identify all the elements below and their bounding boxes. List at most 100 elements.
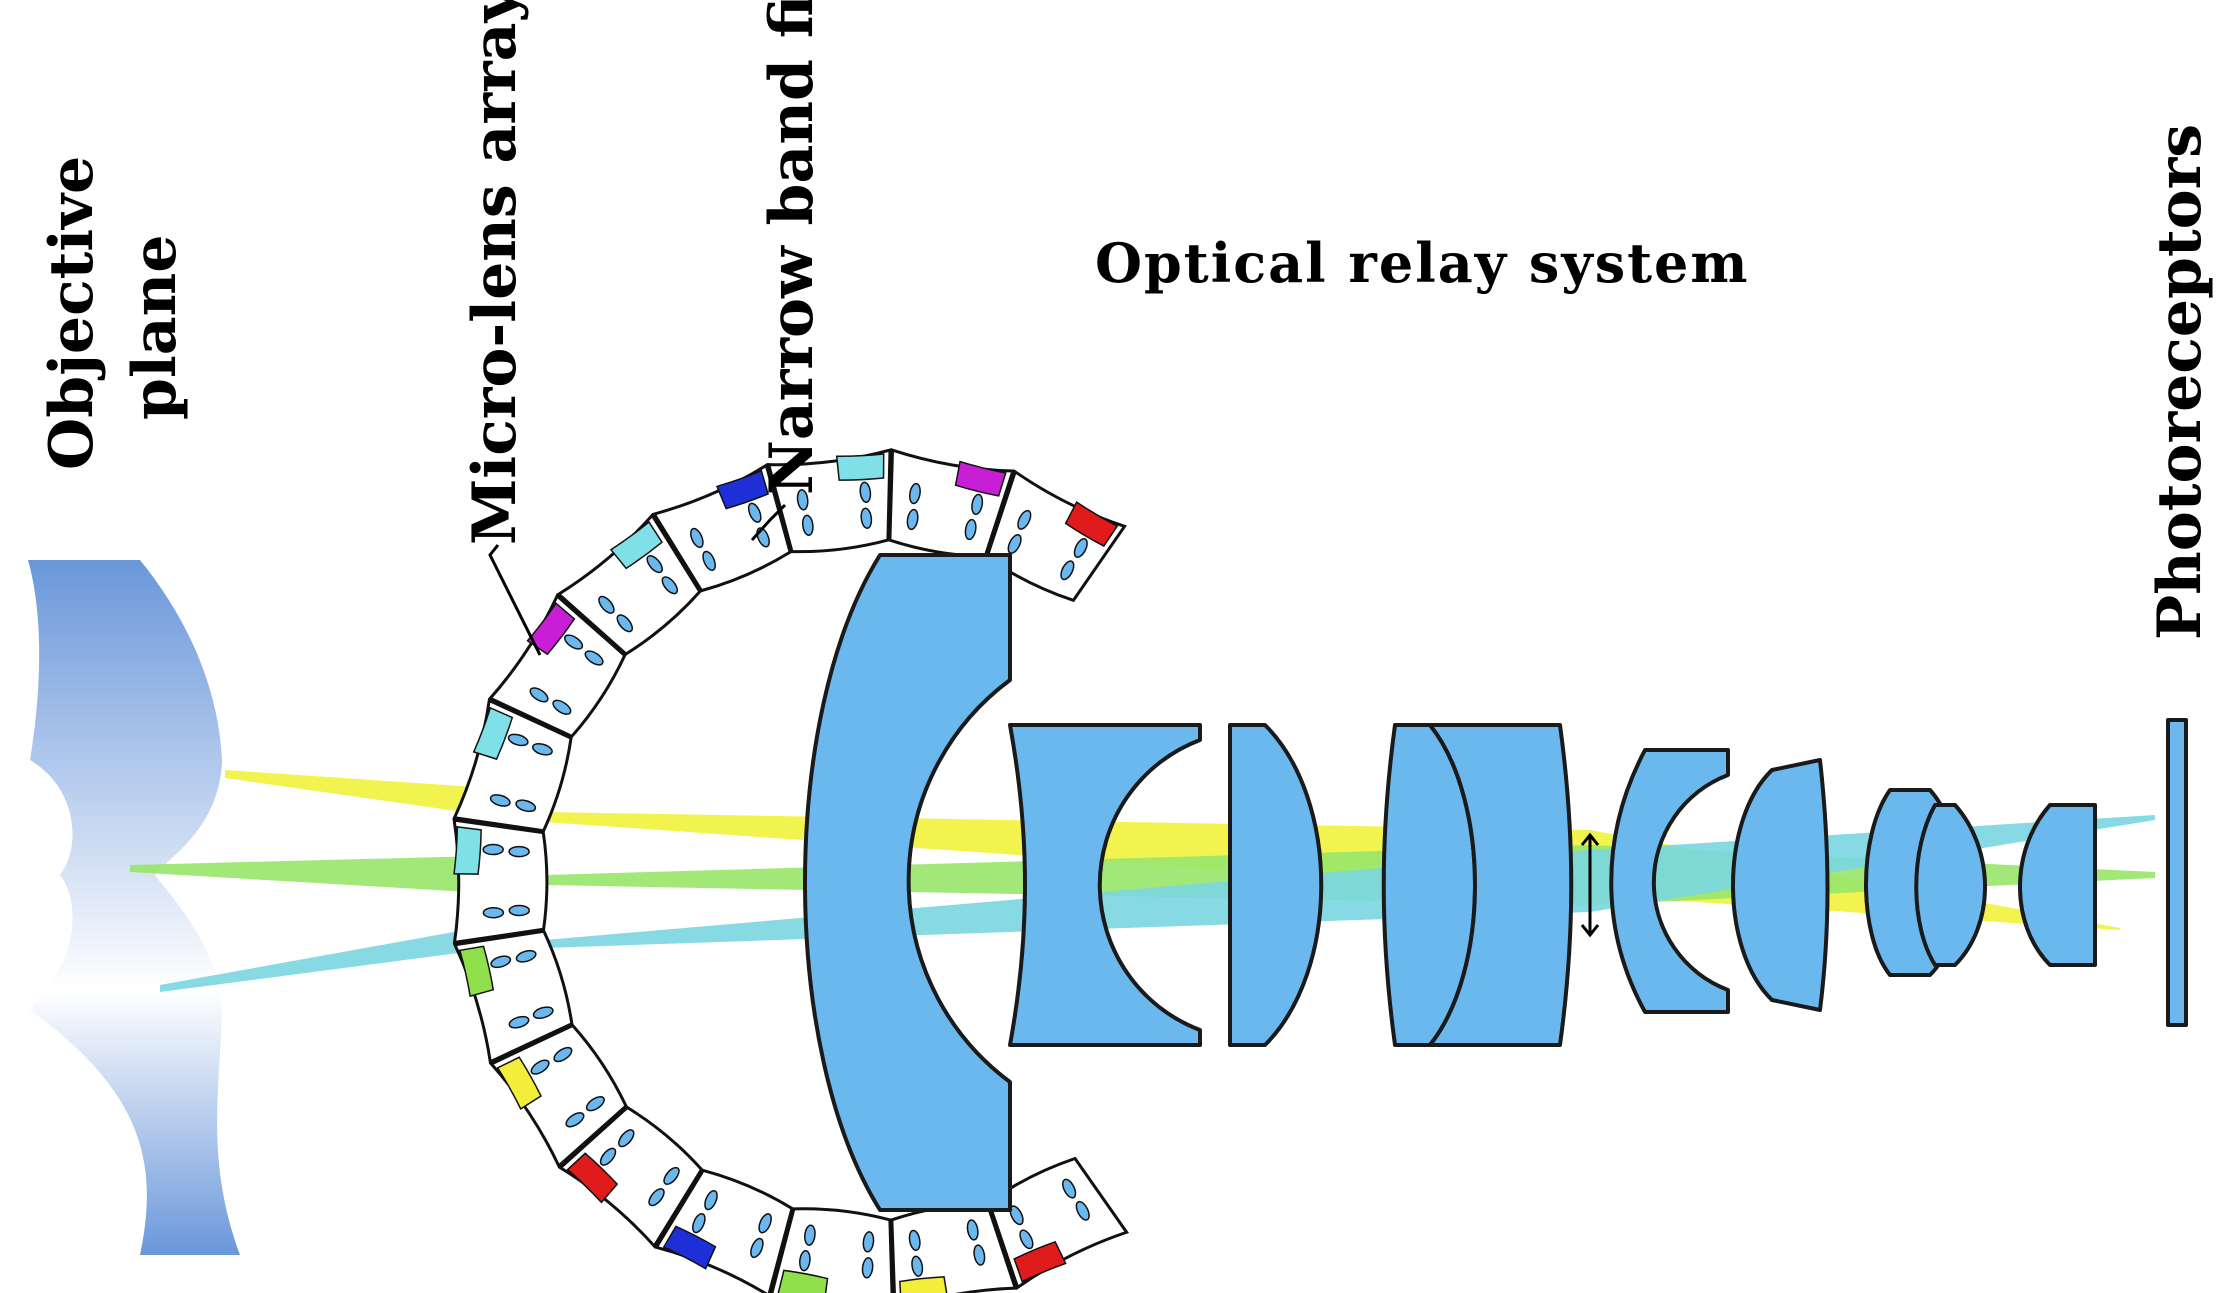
micro-lenslet — [692, 1212, 706, 1234]
optical-relay-system-label: Optical relay system — [1095, 231, 1750, 295]
micro-lenslet — [598, 595, 615, 614]
photoreceptor-plate — [2166, 718, 2188, 1027]
micro-lenslet — [906, 508, 919, 531]
micro-lenslet — [796, 489, 809, 511]
objective-plane-label-line1: Objective — [37, 156, 107, 470]
micro-lenslet — [490, 955, 512, 969]
micro-lens-cell — [985, 469, 1127, 603]
micro-lenslet — [553, 1046, 573, 1063]
micro-lens-leader — [488, 544, 542, 656]
narrow-band-filter-patch — [496, 1056, 542, 1110]
micro-lenslet — [973, 1244, 986, 1266]
objective-plane-label-line2: plane — [120, 235, 190, 420]
micro-lenslet — [1017, 509, 1032, 530]
narrow-band-filter-patch — [715, 469, 769, 510]
micro-lenslet — [861, 1257, 874, 1279]
micro-lenslet — [1073, 538, 1088, 558]
micro-lenslet — [911, 1255, 924, 1277]
photoreceptors-label: Photoreceptors — [2145, 124, 2215, 640]
relay-lens-7 — [1731, 758, 1830, 1012]
micro-lenslet — [599, 1147, 617, 1166]
micro-lenslet — [482, 843, 504, 856]
narrow-band-leader — [750, 503, 787, 542]
micro-lenslet — [1007, 533, 1022, 554]
relay-lens-3 — [1228, 723, 1324, 1047]
micro-lenslet — [530, 1059, 550, 1075]
micro-lens-cell — [654, 1168, 794, 1293]
narrow-band-filter-patch — [458, 945, 495, 998]
micro-lenslet — [801, 514, 814, 536]
micro-lenslet — [663, 1166, 680, 1185]
micro-lenslet — [508, 845, 530, 858]
micro-lenslet — [804, 1224, 816, 1246]
narrow-band-filter-patch — [662, 1225, 717, 1270]
narrow-band-filter-patch — [453, 826, 482, 875]
narrow-band-filter-patch — [835, 453, 885, 481]
micro-lenslet — [966, 1219, 979, 1241]
micro-lenslet — [750, 1237, 764, 1259]
micro-lenslet — [908, 1229, 921, 1251]
micro-lenslet — [515, 949, 537, 963]
micro-lenslet — [971, 493, 984, 515]
micro-lenslet — [482, 906, 505, 919]
micro-lenslet — [618, 1129, 635, 1148]
micro-lenslet — [532, 1006, 554, 1020]
micro-lenslet — [616, 614, 634, 633]
relay-lens-6 — [1609, 748, 1730, 1014]
objective-plane-surface — [28, 560, 240, 1255]
micro-lenslet — [702, 550, 716, 572]
micro-lenslet — [908, 482, 921, 505]
micro-lenslet — [648, 1188, 665, 1207]
micro-lenslet — [799, 1249, 811, 1272]
micro-lenslet — [529, 687, 549, 703]
micro-lenslet — [508, 1015, 530, 1029]
micro-lenslet — [507, 733, 529, 747]
optical-relay-lenses — [803, 553, 2097, 1212]
narrow-band-filter-label: Narrow band filter — [757, 0, 827, 495]
relay-lens-2 — [1008, 723, 1202, 1047]
micro-lenslet — [1019, 1229, 1034, 1250]
micro-lenslet — [585, 1096, 605, 1112]
micro-lenslet — [584, 650, 604, 666]
ray-green-front — [130, 855, 520, 895]
micro-lens-cell — [557, 1105, 704, 1249]
micro-lenslet — [862, 1231, 875, 1253]
micro-lenslet — [747, 502, 762, 523]
light-rays — [130, 770, 2155, 992]
micro-lens-cell — [556, 512, 702, 656]
relay-lens-1 — [803, 553, 1012, 1212]
micro-lenslet — [758, 1213, 772, 1234]
micro-lenslet — [1060, 560, 1075, 581]
narrow-band-filter-patch — [777, 1269, 829, 1293]
relay-lens-10 — [2018, 803, 2097, 967]
micro-lens-array-label: Micro-lens array — [460, 0, 530, 545]
micro-lens-cell — [487, 593, 627, 739]
micro-lens-array — [452, 448, 1130, 1293]
relay-lens-9 — [1914, 803, 1987, 967]
micro-lenslet — [646, 555, 663, 574]
micro-lenslet — [1062, 1178, 1077, 1199]
narrow-band-filter-patch — [1064, 501, 1119, 548]
ray-cyan-front — [160, 920, 520, 992]
narrow-band-filter-patch — [954, 460, 1007, 497]
micro-lenslet — [859, 481, 872, 503]
narrow-band-filter-patch — [609, 520, 664, 570]
micro-lenslet — [964, 518, 977, 541]
narrow-band-filter-patch — [899, 1276, 948, 1293]
narrow-band-filter-patch — [472, 706, 514, 761]
micro-lenslet — [515, 799, 537, 813]
micro-lenslet — [552, 699, 572, 715]
narrow-band-filter-patch — [566, 1152, 619, 1204]
micro-lenslet — [860, 507, 873, 529]
leader-lines — [488, 503, 787, 656]
ray-yellow-front — [225, 770, 520, 820]
micro-lenslet — [1075, 1200, 1090, 1221]
micro-lenslet — [531, 742, 553, 756]
aperture-stop — [1580, 832, 1600, 938]
micro-lenslet — [564, 634, 584, 650]
micro-lenslet — [508, 904, 531, 917]
relay-lens-5 — [1428, 723, 1574, 1047]
micro-lenslet — [1009, 1205, 1024, 1226]
micro-lenslet — [565, 1112, 585, 1128]
